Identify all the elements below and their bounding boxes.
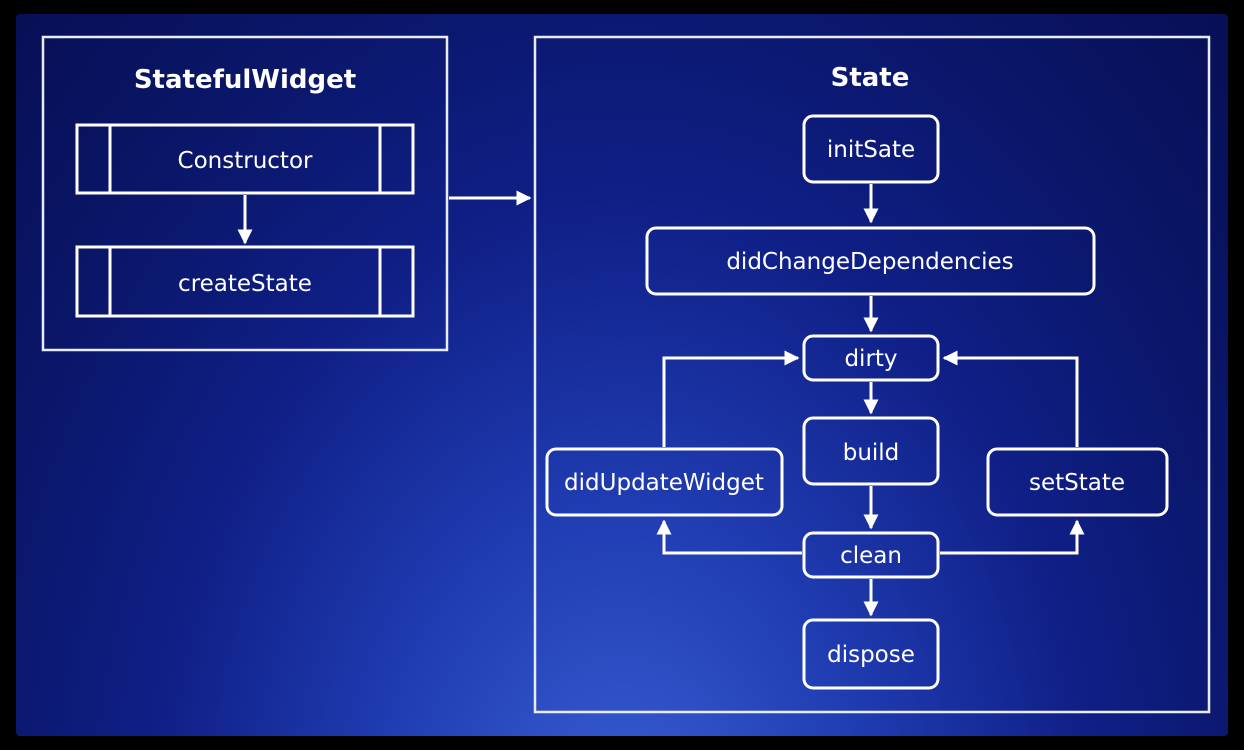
stateful-widget-title: StatefulWidget: [134, 65, 356, 95]
did-change-dependencies-box: [645, 226, 1096, 296]
build-box: [802, 416, 940, 486]
build-label: build: [843, 440, 900, 466]
init-state-label: initSate: [827, 137, 915, 163]
set-state-node: setState: [986, 447, 1169, 517]
clean-label: clean: [840, 543, 902, 569]
did-update-widget-label: didUpdateWidget: [564, 470, 764, 496]
did-change-dependencies-label: didChangeDependencies: [726, 249, 1013, 275]
init-state-box: [802, 114, 940, 184]
did-change-dependencies-node: didChangeDependencies: [645, 226, 1096, 296]
slide: [16, 14, 1228, 736]
stateful-widget-frame: [41, 35, 449, 352]
build-node: build: [802, 416, 940, 486]
init-state-node: initSate: [802, 114, 940, 184]
create-state-label: createState: [178, 271, 312, 297]
set-state-box: [986, 447, 1169, 517]
dirty-box: [802, 334, 940, 382]
dispose-box: [802, 618, 940, 690]
dispose-node: dispose: [802, 618, 940, 690]
arrow-clean-to-didupdatewidget: [656, 519, 802, 555]
constructor-node: Constructor: [75, 123, 415, 195]
state-frame: [533, 35, 1211, 714]
stateful-widget-panel: StatefulWidget Constructor createState: [41, 35, 449, 352]
arrow-setstate-to-dirty: [942, 350, 1079, 447]
constructor-box: [75, 123, 415, 195]
create-state-box: [75, 245, 415, 318]
create-state-node: createState: [75, 245, 415, 318]
did-update-widget-node: didUpdateWidget: [545, 447, 784, 517]
arrow-didupdatewidget-to-dirty: [662, 350, 800, 447]
dirty-label: dirty: [844, 346, 897, 372]
constructor-label: Constructor: [178, 148, 313, 174]
set-state-label: setState: [1029, 470, 1125, 496]
dispose-label: dispose: [827, 642, 915, 668]
clean-box: [802, 531, 940, 579]
clean-node: clean: [802, 531, 940, 579]
state-title: State: [831, 63, 910, 93]
arrow-clean-to-setstate: [940, 519, 1085, 555]
did-update-widget-box: [545, 447, 784, 517]
state-panel: State initSate didChangeDependencies dir…: [533, 35, 1211, 714]
dirty-node: dirty: [802, 334, 940, 382]
